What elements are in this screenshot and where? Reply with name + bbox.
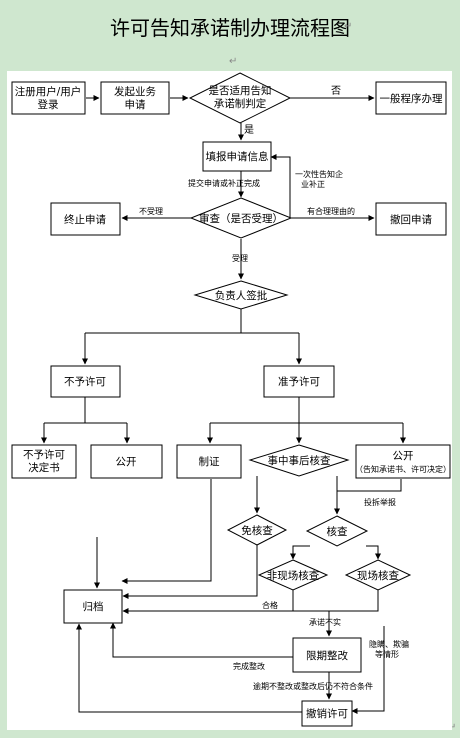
node-make-cert: 制证	[176, 444, 242, 479]
node-register: 注册用户/用户 登录	[11, 81, 86, 115]
node-review-diamond: 审查（是否受理）	[189, 197, 293, 239]
svg-text:登录: 登录	[38, 98, 59, 111]
edge-review-fill-correction	[270, 154, 291, 218]
node-rectify: 限期整改	[292, 637, 362, 673]
svg-text:填报申请信息: 填报申请信息	[206, 150, 269, 163]
edge-conceal-revoke	[351, 626, 385, 714]
edge-revoke-archive	[76, 623, 302, 713]
label-yes: 是	[244, 124, 254, 136]
node-applicable-diamond: 是否适用告知 承诺制判定	[188, 72, 292, 124]
svg-text:是否适用告知: 是否适用告知	[209, 84, 272, 97]
return-mark-3: ↵	[448, 722, 457, 733]
label-no: 否	[331, 85, 341, 97]
svg-text:承诺制判定: 承诺制判定	[214, 97, 267, 110]
node-offsite-diamond: 非现场核查	[257, 559, 329, 591]
edge-public-complaint	[337, 479, 402, 492]
edge-onsite-archive	[293, 590, 379, 612]
flowchart-canvas: 注册用户/用户 登录 发起业务 申请 是否适用告知 承诺制判定 一般程序办理 填…	[7, 71, 452, 730]
edge-rectified-archive	[110, 622, 293, 658]
svg-text:审查（是否受理）: 审查（是否受理）	[199, 212, 283, 225]
svg-text:公开: 公开	[116, 456, 137, 468]
label-submit: 提交申请或补正完成	[188, 178, 260, 188]
svg-text:决定书: 决定书	[28, 461, 60, 474]
label-rectified: 完成整改	[233, 661, 265, 671]
return-mark-2: ↵	[229, 56, 238, 67]
svg-text:（告知承诺书、许可决定）: （告知承诺书、许可决定）	[355, 464, 451, 474]
svg-text:不予许可: 不予许可	[64, 375, 106, 388]
label-false-promise: 承诺不实	[309, 617, 341, 627]
edge-labels: 否 是 提交申请或补正完成 一次性告知企 业补正 不受理 有合理理由的 受理 投…	[139, 85, 409, 691]
svg-text:发起业务: 发起业务	[114, 85, 156, 98]
svg-text:终止申请: 终止申请	[64, 213, 106, 226]
svg-text:准予许可: 准予许可	[278, 375, 320, 388]
svg-text:负责人签批: 负责人签批	[215, 289, 268, 302]
connectors	[41, 95, 406, 714]
node-withdraw: 撤回申请	[375, 202, 447, 236]
node-deny: 不予许可	[50, 365, 121, 398]
svg-text:事中事后核查: 事中事后核查	[268, 454, 331, 467]
svg-text:归档: 归档	[83, 600, 104, 613]
svg-text:申请: 申请	[125, 98, 146, 111]
label-reject: 不受理	[139, 206, 163, 216]
node-deny-decision: 不予许可 决定书	[11, 444, 77, 479]
svg-text:核查: 核查	[327, 525, 348, 538]
node-check-diamond: 核查	[305, 515, 369, 547]
label-overdue: 逾期不整改或整改后仍不符合条件	[253, 681, 373, 691]
label-conceal-1: 隐瞒、欺骗	[369, 639, 409, 649]
edge-check-onsite	[366, 545, 381, 560]
node-terminate: 终止申请	[50, 202, 121, 236]
label-notify-1: 一次性告知企	[295, 169, 343, 179]
svg-text:现场核查: 现场核查	[357, 569, 399, 582]
label-notify-2: 业补正	[301, 179, 325, 189]
node-archive: 归档	[63, 589, 123, 624]
page-title: 许可告知承诺制办理流程图	[110, 16, 350, 40]
flowchart: 注册用户/用户 登录 发起业务 申请 是否适用告知 承诺制判定 一般程序办理 填…	[11, 72, 451, 727]
label-accept: 受理	[232, 253, 248, 263]
node-deny-public: 公开	[90, 444, 163, 479]
svg-text:非现场核查: 非现场核查	[267, 569, 320, 582]
edge-exempt-archive	[122, 545, 258, 599]
label-complaint: 投拆举报	[364, 497, 396, 507]
svg-text:公开: 公开	[393, 450, 414, 462]
return-mark: ↵	[344, 21, 353, 32]
node-general: 一般程序办理	[375, 81, 447, 115]
node-exempt-diamond: 免核查	[226, 514, 288, 546]
label-reasonable: 有合理理由的	[307, 206, 355, 216]
svg-text:免核查: 免核查	[241, 524, 273, 537]
svg-text:不予许可: 不予许可	[23, 448, 65, 461]
svg-text:撤销许可: 撤销许可	[306, 707, 348, 720]
node-grant-public: 公开 （告知承诺书、许可决定）	[355, 444, 451, 479]
svg-text:制证: 制证	[199, 455, 220, 468]
svg-text:限期整改: 限期整改	[306, 649, 348, 662]
node-post-check-diamond: 事中事后核查	[248, 444, 350, 477]
label-qualified: 合格	[262, 600, 278, 610]
label-conceal-2: 等情形	[375, 649, 399, 659]
node-grant: 准予许可	[263, 365, 335, 398]
node-onsite-diamond: 现场核查	[344, 559, 412, 591]
edge-check-offsite	[290, 545, 310, 560]
node-fill-info: 填报申请信息	[202, 141, 272, 172]
edge-cert-archive	[121, 479, 212, 584]
svg-text:注册用户/用户: 注册用户/用户	[15, 85, 82, 98]
svg-text:一般程序办理: 一般程序办理	[380, 92, 443, 105]
node-initiate: 发起业务 申请	[100, 81, 170, 115]
node-revoke: 撤销许可	[301, 700, 353, 727]
node-approve-sign-diamond: 负责人签批	[193, 280, 289, 310]
svg-text:撤回申请: 撤回申请	[390, 213, 432, 226]
